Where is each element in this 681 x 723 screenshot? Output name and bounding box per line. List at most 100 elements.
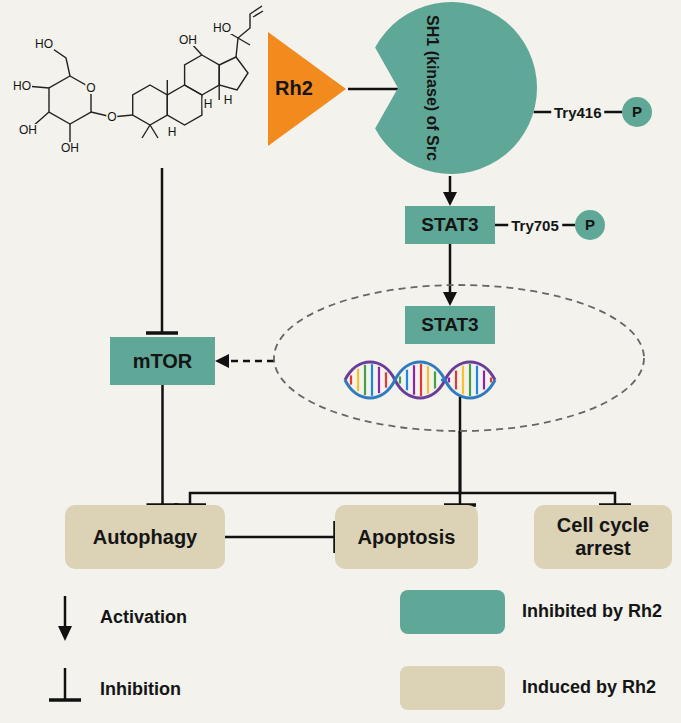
- connector-line: [225, 536, 335, 539]
- activation-sample: [64, 596, 67, 628]
- phospho-circle: P: [575, 210, 605, 240]
- dna-rung: [357, 369, 359, 391]
- edge-label: Try416: [551, 104, 605, 121]
- connector: [225, 521, 335, 553]
- bond: [50, 47, 70, 76]
- atom-label: HO: [212, 22, 232, 34]
- atom-label: H: [203, 98, 214, 110]
- kinase-domain: SH1 (kinase) of Src: [362, 0, 540, 176]
- connector-line: [190, 431, 460, 505]
- process-box: Cell cycle arrest: [534, 505, 672, 569]
- methyl: [150, 125, 158, 138]
- phospho-circle: P: [622, 97, 652, 127]
- arrowhead: [58, 626, 72, 641]
- dna-rung: [476, 366, 478, 395]
- dna-rung: [406, 370, 408, 391]
- dna-rung: [469, 364, 471, 396]
- methyl: [167, 80, 168, 95]
- connector-line: [460, 431, 615, 505]
- node-text: Apoptosis: [358, 526, 456, 549]
- nucleus-outline: [274, 285, 644, 431]
- triangle: [268, 32, 346, 146]
- connector: [174, 431, 460, 505]
- protein-box: mTOR: [110, 337, 215, 385]
- dna-strand: [345, 362, 495, 398]
- node-text: SH1 (kinase) of Src: [423, 15, 441, 161]
- inhibit-bar: [146, 331, 178, 335]
- inhibition-sample: [64, 668, 67, 700]
- node-text: STAT3: [421, 214, 478, 236]
- node-text: mTOR: [133, 350, 193, 373]
- arrowhead: [215, 354, 229, 368]
- connector: [147, 385, 179, 505]
- atom-label: O: [85, 82, 96, 94]
- connector: [443, 244, 457, 306]
- atom-label: H: [167, 126, 178, 138]
- legend-text: Inhibited by Rh2: [522, 601, 662, 622]
- leader-line: [459, 397, 462, 433]
- node-text: Cell cycle arrest: [542, 514, 664, 560]
- dna-rung: [378, 367, 380, 393]
- dna-rung: [441, 379, 443, 382]
- atom-label: H: [223, 94, 234, 106]
- process-box: Apoptosis: [335, 505, 478, 569]
- dna-rung: [455, 371, 457, 390]
- node-outline: [362, 0, 540, 176]
- mtor-inhibition: [146, 168, 178, 333]
- dna-rung: [462, 366, 464, 395]
- edge-label: Try705: [508, 217, 562, 234]
- arrowhead: [443, 292, 457, 306]
- connector: [215, 354, 274, 368]
- process-box: Autophagy: [65, 505, 225, 569]
- dna-rung: [364, 365, 366, 395]
- legend-text: Induced by Rh2: [522, 677, 656, 698]
- side-chain: [236, 6, 262, 57]
- node-text: Autophagy: [93, 526, 197, 549]
- dna-rung: [371, 364, 373, 396]
- node-text: Rh2: [275, 77, 313, 100]
- ring-b: [167, 85, 202, 125]
- connector-line: [449, 244, 452, 296]
- protein-box: STAT3: [405, 206, 495, 244]
- molecule-structure: [26, 6, 263, 145]
- dna-rung: [427, 366, 429, 394]
- node-text: P: [585, 216, 595, 233]
- nucleus-ellipse: STAT3: [272, 283, 646, 433]
- legend-text: Activation: [100, 607, 187, 628]
- connector: [460, 431, 631, 505]
- atom-label: OH: [178, 34, 198, 46]
- legend-text: Inhibition: [100, 679, 181, 700]
- ring-c: [185, 55, 220, 95]
- connector: [443, 176, 457, 206]
- atom-label: OH: [60, 142, 80, 154]
- methyl: [238, 38, 250, 45]
- legend-samples: [49, 596, 81, 700]
- protein-box: STAT3: [405, 306, 495, 344]
- inhibit-bar: [49, 698, 81, 702]
- methyl: [142, 125, 150, 138]
- dna-rung: [385, 372, 387, 387]
- node-text: P: [632, 103, 642, 120]
- dna-rung: [399, 376, 401, 383]
- dna-rung: [420, 364, 422, 396]
- dna-rung: [350, 375, 352, 384]
- connector: [348, 89, 398, 90]
- dna-rung: [434, 371, 436, 388]
- dna-rung: [413, 365, 415, 394]
- inhibit-line: [161, 168, 164, 333]
- node-text: STAT3: [421, 314, 478, 336]
- dna-rung: [490, 378, 492, 383]
- ring-d: [219, 57, 248, 90]
- legend-swatch: [400, 666, 505, 710]
- dna-helix: [345, 362, 495, 398]
- double-bond: [253, 11, 263, 17]
- legend-swatch: [400, 590, 505, 634]
- atom-label: HO: [34, 38, 54, 50]
- methyl: [218, 85, 219, 100]
- atom-label: OH: [18, 124, 38, 136]
- dna-rung: [483, 371, 485, 390]
- ligand-triangle: Rh2: [266, 30, 348, 148]
- dna-strand: [345, 362, 495, 398]
- connector-line: [348, 88, 398, 91]
